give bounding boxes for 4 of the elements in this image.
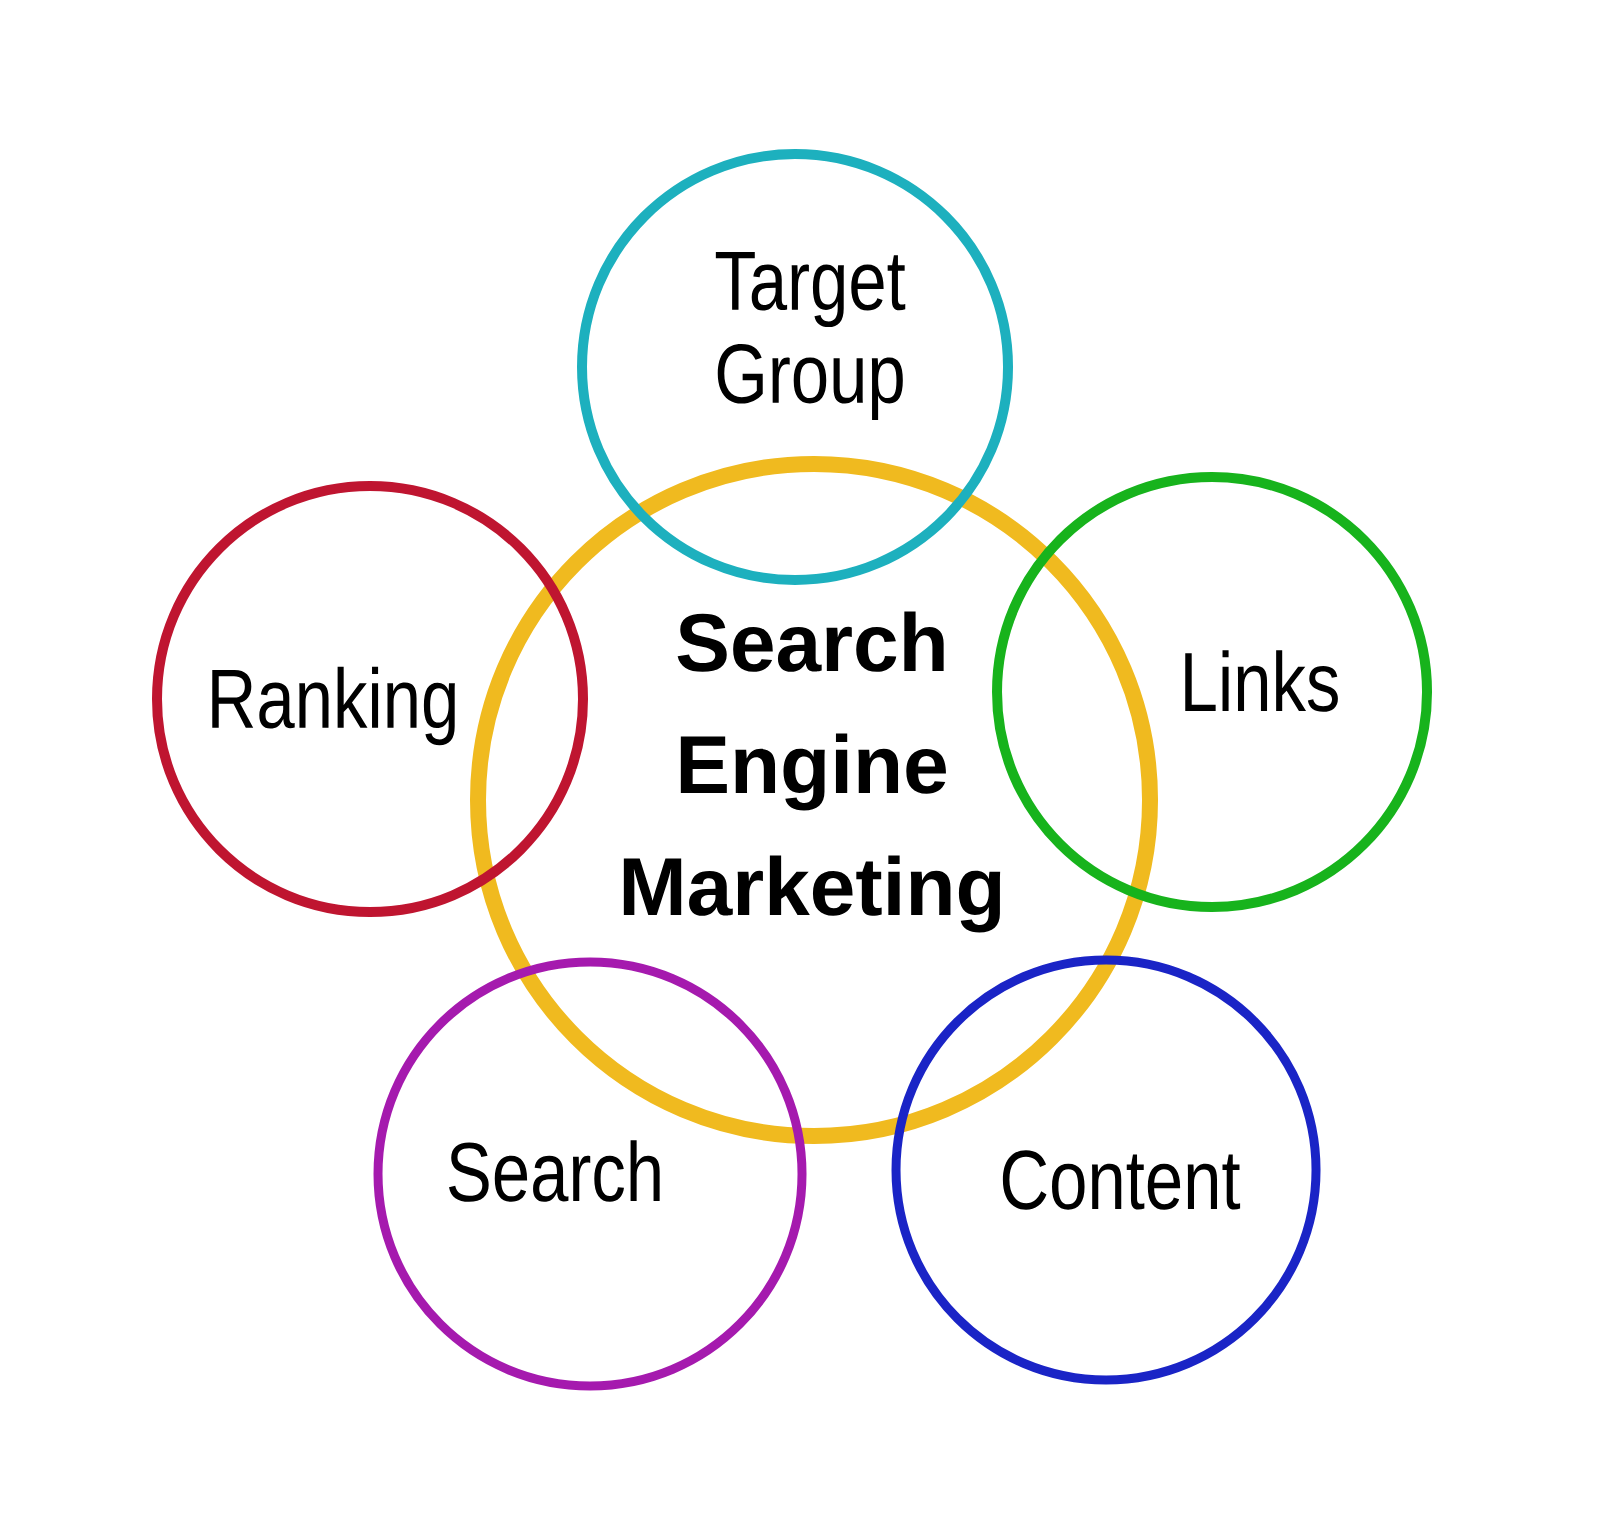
circle-node: Content <box>891 955 1321 1385</box>
circle-node: Target Group <box>577 149 1013 585</box>
circle-node: Ranking <box>152 481 588 917</box>
circle-node: Search <box>373 957 807 1391</box>
